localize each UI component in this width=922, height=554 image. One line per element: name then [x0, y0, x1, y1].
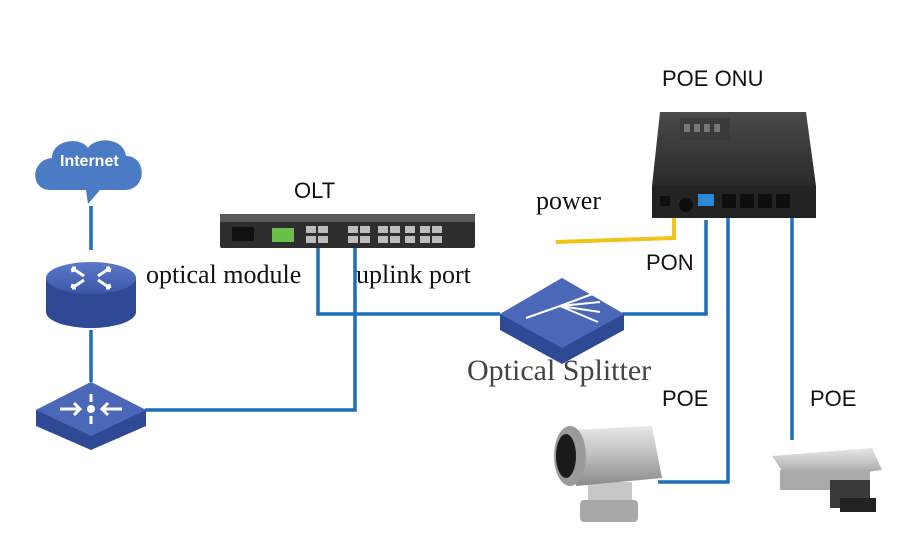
link-splitter-onu-pon — [622, 220, 708, 316]
olt-label: OLT — [294, 178, 336, 203]
switch-icon — [36, 382, 146, 450]
poe-onu-label: POE ONU — [662, 66, 764, 91]
link-olt-splitter — [316, 248, 500, 316]
uplink-port-label: uplink port — [356, 260, 471, 289]
fiber-links — [89, 206, 794, 484]
poe-onu-device — [652, 112, 816, 218]
poe-left-label: POE — [662, 386, 709, 411]
poe-right-label: POE — [810, 386, 857, 411]
pon-label: PON — [646, 250, 694, 275]
cloud-icon — [35, 140, 142, 204]
router-icon — [46, 262, 136, 328]
link-switch-uplink — [145, 248, 357, 412]
power-cable — [555, 212, 676, 244]
camera-icon — [772, 448, 882, 512]
optical-module-label: optical module — [146, 260, 302, 289]
camera-icon — [554, 426, 662, 522]
internet-label: Internet — [60, 153, 119, 170]
optical-splitter-label: Optical Splitter — [467, 354, 652, 387]
power-label: power — [536, 186, 601, 215]
link-onu-camera-left — [658, 218, 730, 484]
olt-device — [220, 214, 475, 248]
splitter-icon — [500, 278, 624, 364]
